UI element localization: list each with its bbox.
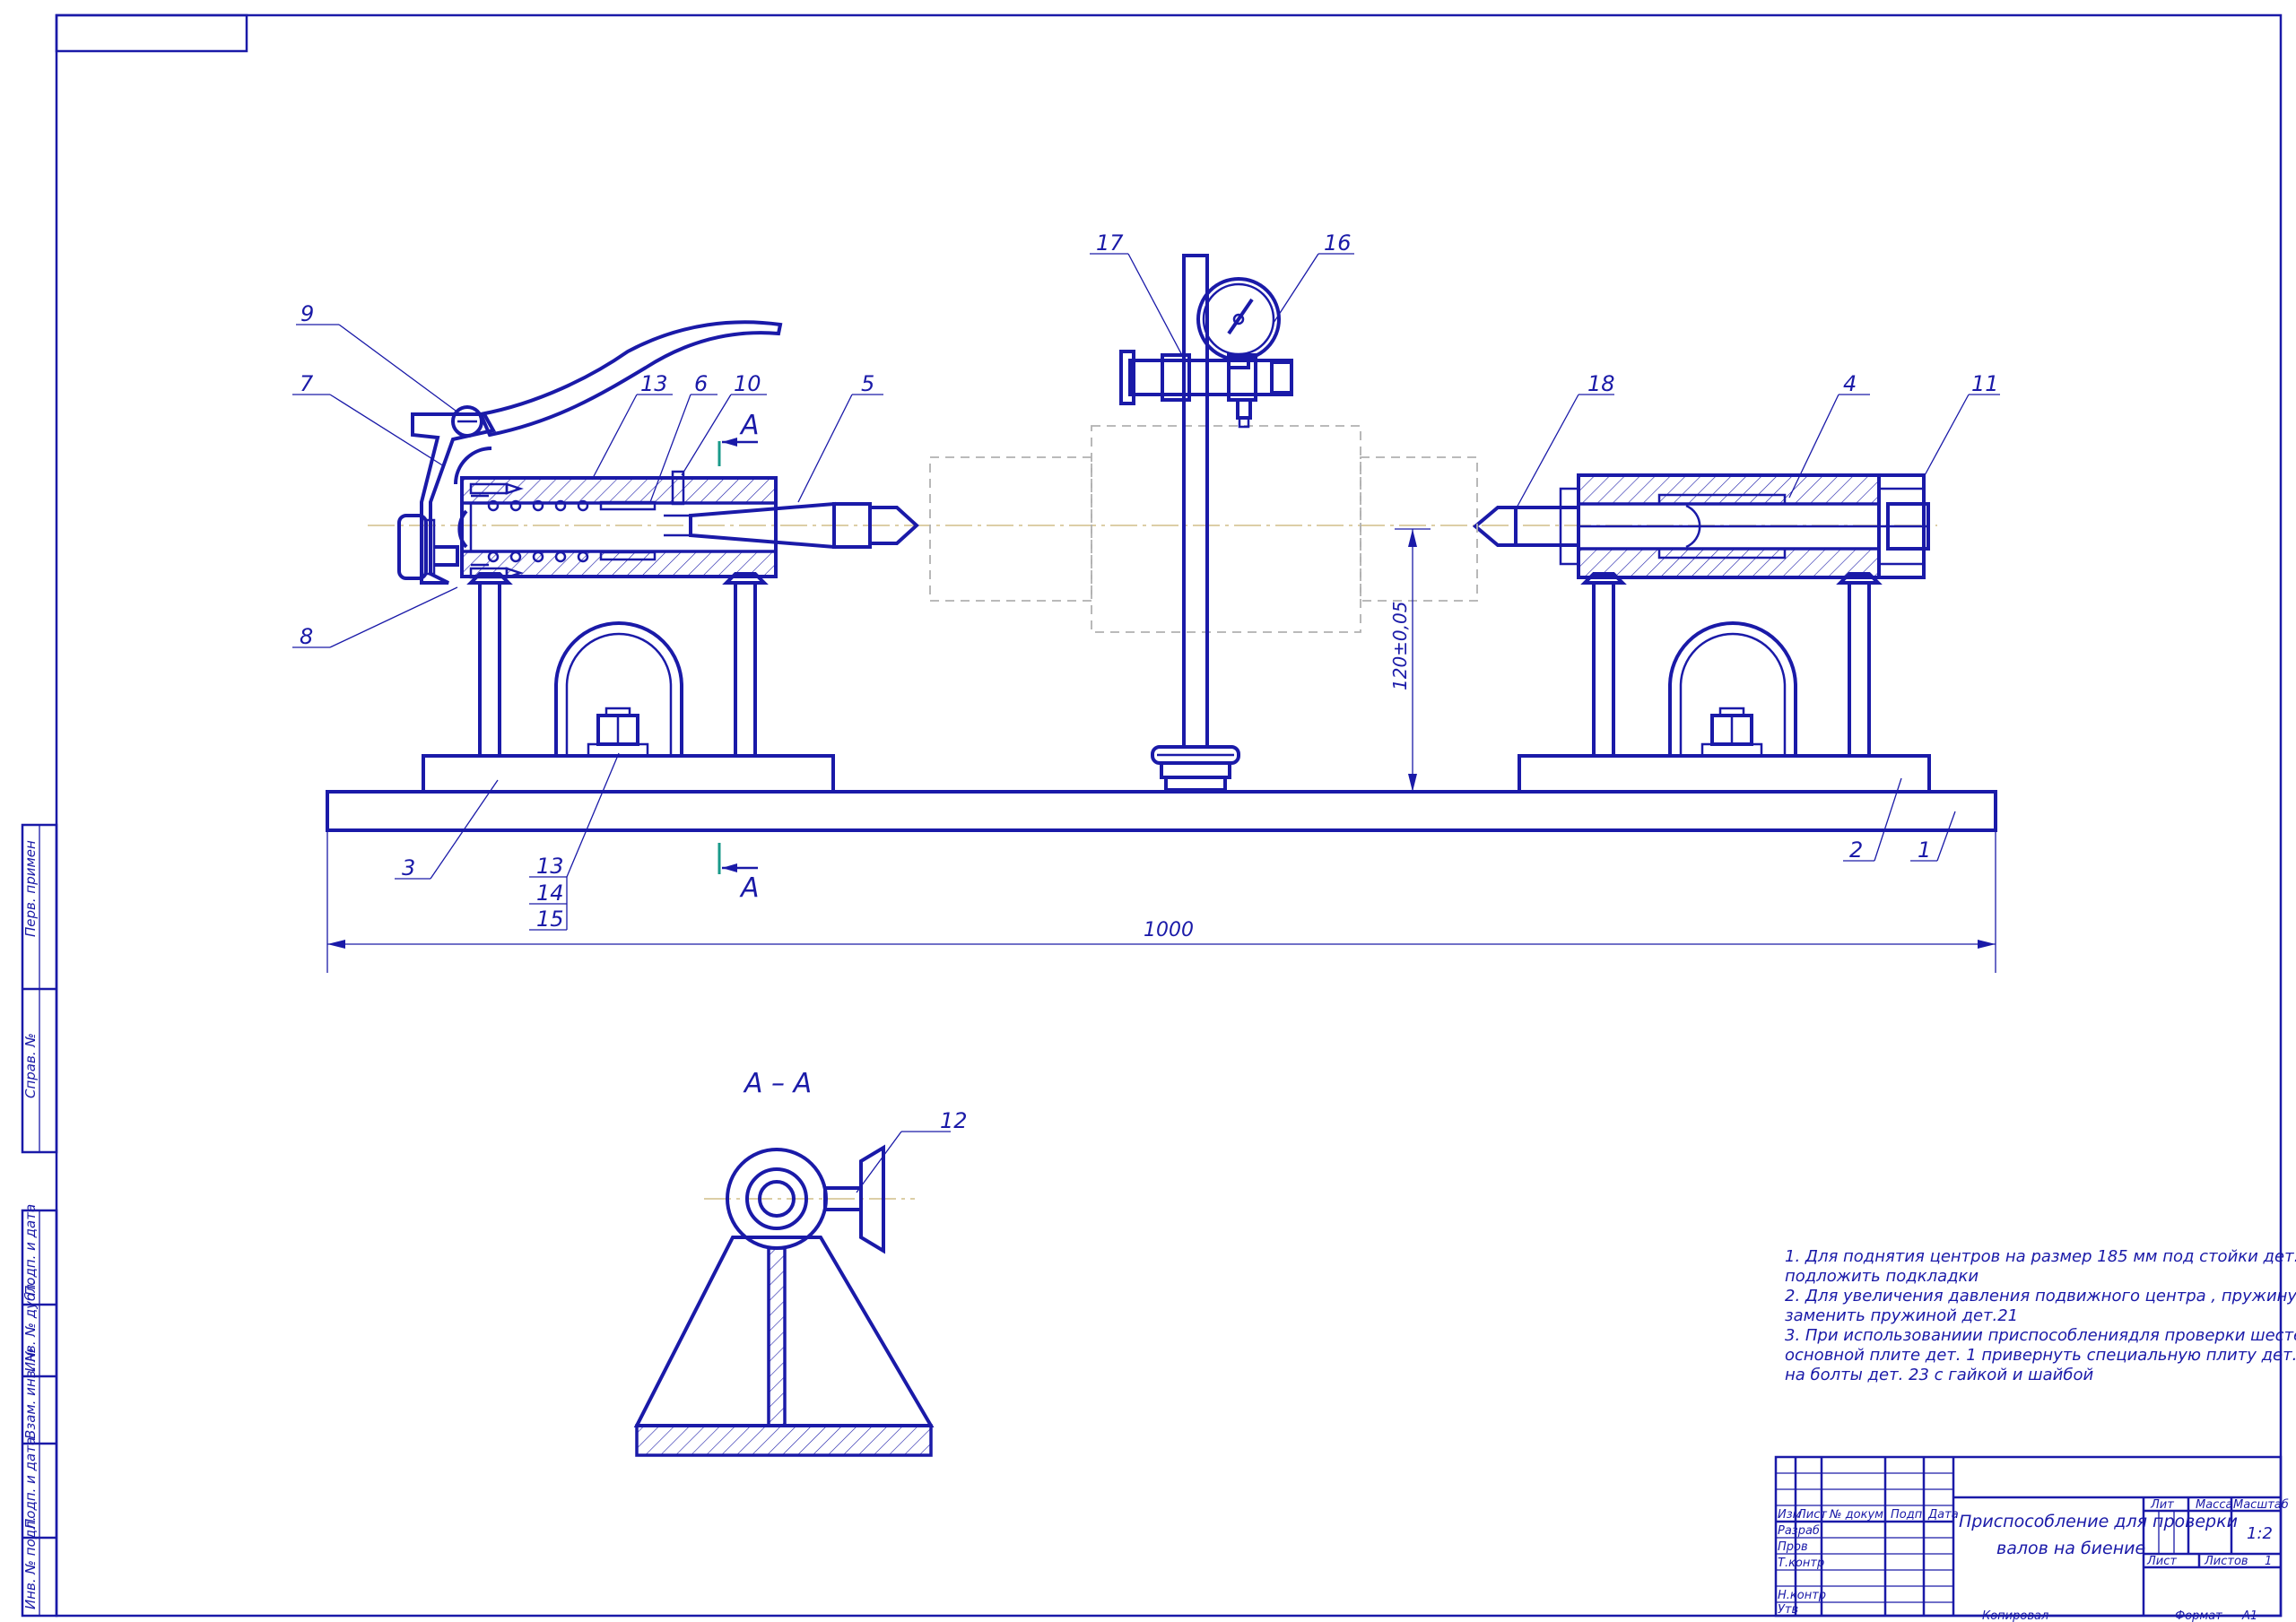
workpiece-phantom [929, 425, 1478, 633]
section-marker-top-label: А [739, 410, 760, 441]
tb-lit: Лит [2150, 1498, 2174, 1512]
indicator-stand [1119, 254, 1293, 792]
side-stamp-vzam-inv: Взам. инв. № [22, 1348, 39, 1439]
tb-format-label: Формат [2175, 1609, 2222, 1622]
callout-10: 10 [734, 371, 761, 396]
callout-11: 11 [1971, 371, 1999, 396]
left-center-quill [664, 501, 919, 550]
tb-title-line-2: валов на биение [1996, 1539, 2145, 1558]
note-line-7: на болты дет. 23 с гайкой и шайбой [1785, 1366, 2093, 1384]
callout-13-bottom: 13 [536, 854, 564, 879]
callout-18: 18 [1587, 371, 1615, 396]
note-line-3: 2. Для увеличения давления подвижного це… [1785, 1287, 2296, 1305]
right-stand-base [1518, 754, 1931, 794]
callout-17: 17 [1096, 230, 1124, 256]
section-title: А – А [743, 1068, 812, 1099]
side-stamp-sprav: Справ. № [22, 1033, 39, 1098]
dimension-1000: 1000 [326, 830, 1996, 973]
callouts: 9 7 8 13 6 10 5 17 16 18 [292, 230, 2000, 932]
tb-masshtab: Масштаб [2233, 1498, 2289, 1512]
callout-8: 8 [300, 624, 313, 649]
section-marker-bottom: А [718, 843, 760, 904]
callout-16: 16 [1324, 230, 1352, 256]
note-line-4: заменить пружиной дет.21 [1785, 1306, 2018, 1325]
tb-list-label: Лист [2146, 1555, 2177, 1568]
side-stamp-inv-podl: Инв. № подл. [22, 1517, 39, 1609]
left-stand-base [422, 754, 835, 794]
callout-5: 5 [861, 371, 874, 396]
tb-title-line-1: Приспособление для проверки [1959, 1512, 2238, 1531]
note-line-2: подложить подкладки [1785, 1267, 1979, 1286]
tb-izm: Изм [1778, 1508, 1802, 1522]
section-marker-bottom-label: А [739, 872, 760, 904]
note-line-6: основной плите дет. 1 привернуть специал… [1785, 1346, 2296, 1365]
callout-12: 12 [940, 1108, 968, 1133]
callout-3: 3 [402, 855, 415, 880]
tb-kopiroval: Копировал [1982, 1609, 2048, 1622]
dial-gauge [1196, 277, 1281, 369]
callout-2: 2 [1849, 837, 1863, 863]
callout-14: 14 [536, 880, 564, 906]
right-tailstock-body [1559, 473, 1930, 579]
side-stamp-inv-dubl: Инв. № дубл. [22, 1279, 39, 1372]
title-block: Изм Лист № докум Подп Дата Разраб Пров Т… [1774, 1455, 2289, 1618]
section-view: 12 [633, 1108, 968, 1457]
dimension-height-label: 120±0,05 [1389, 602, 1411, 690]
tb-list: Лист [1796, 1508, 1827, 1522]
callout-15: 15 [536, 906, 564, 932]
spring [487, 499, 589, 563]
tb-nkontr: Н.контр [1778, 1589, 1826, 1602]
tb-format-value: А1 [2241, 1609, 2257, 1622]
tb-prov: Пров [1778, 1540, 1808, 1554]
top-left-stamp-box [55, 13, 248, 53]
tb-doc-no: № докум [1829, 1508, 1883, 1522]
callout-4: 4 [1843, 371, 1857, 396]
section-marker-top: А [718, 410, 760, 466]
tb-data: Дата [1927, 1508, 1959, 1522]
callout-9: 9 [300, 301, 314, 326]
left-tailstock-body [460, 470, 778, 579]
note-line-1: 1. Для поднятия центров на размер 185 мм… [1785, 1247, 2296, 1266]
right-center [1472, 506, 1928, 547]
base-plate [326, 790, 1997, 832]
callout-7: 7 [300, 371, 314, 396]
left-hold-down-nut [587, 707, 649, 758]
right-hold-down-nut [1700, 707, 1763, 758]
tb-listov-value: 1 [2265, 1555, 2272, 1568]
tb-listov-label: Листов [2204, 1555, 2248, 1568]
side-stamp-podp-data-1: Подп. и дата [22, 1204, 39, 1296]
note-line-5: 3. При использованиии приспособлениядля … [1785, 1326, 2296, 1345]
tb-tkontr: Т.контр [1778, 1557, 1824, 1570]
dimension-height: 120±0,05 [1389, 528, 1431, 792]
tb-massa: Масса [2196, 1498, 2232, 1512]
dimension-1000-label: 1000 [1144, 919, 1194, 941]
tb-scale-value: 1:2 [2247, 1524, 2273, 1543]
callout-1: 1 [1918, 837, 1931, 863]
tb-razrab: Разраб [1778, 1524, 1820, 1538]
tb-podp: Подп [1891, 1508, 1923, 1522]
callout-13-top: 13 [640, 371, 668, 396]
side-stamp-column: Перв. примен Справ. № Подп. и дата Инв. … [21, 823, 58, 1618]
callout-6: 6 [694, 371, 708, 396]
side-stamp-podp-data-2: Подп. и дата [22, 1437, 39, 1529]
technical-notes: 1. Для поднятия центров на размер 185 мм… [1785, 1247, 2296, 1384]
tb-utv: Утв [1778, 1603, 1798, 1617]
side-stamp-perv-primen: Перв. примен [22, 840, 39, 937]
outer-frame [55, 13, 2283, 1618]
tailstock-lever [397, 320, 783, 585]
